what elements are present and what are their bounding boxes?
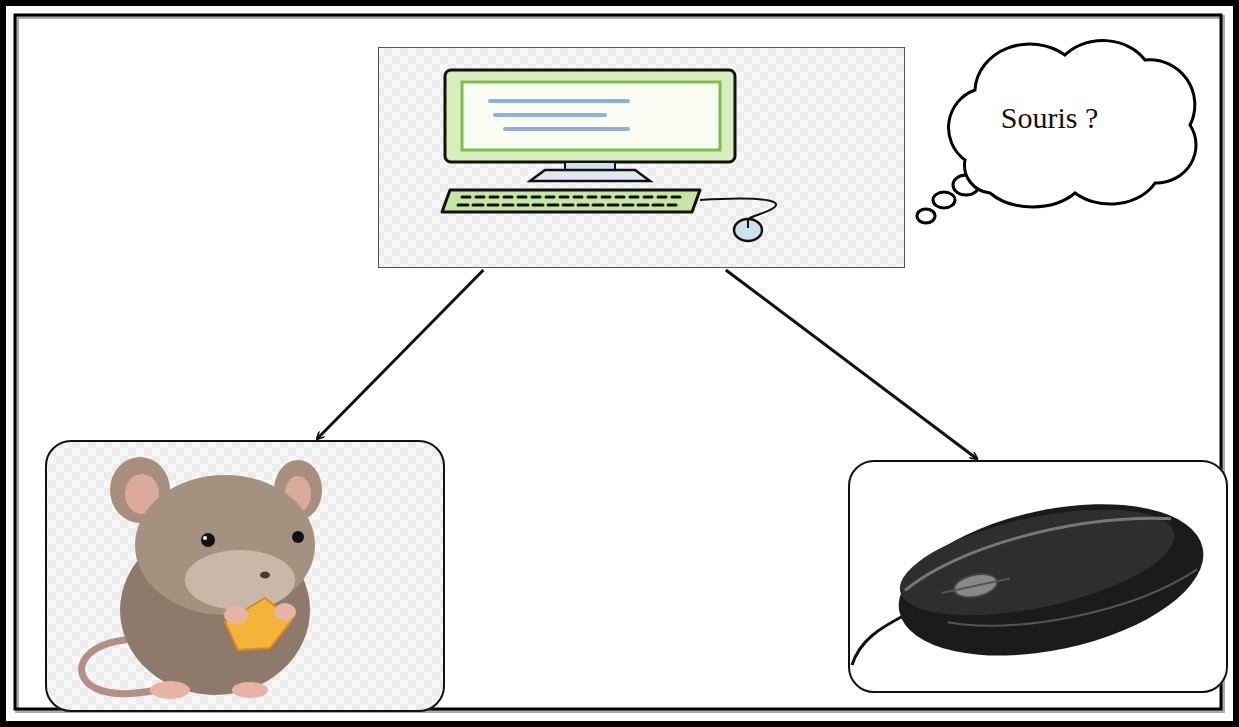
- arrow-connector: [726, 270, 977, 459]
- cloud-shape: [949, 41, 1196, 207]
- panel-ground: [378, 47, 905, 268]
- frame-shadow: [17, 17, 1223, 711]
- inner-frame: [15, 15, 1221, 709]
- panel-ground: [848, 460, 1228, 693]
- panel-ground: [45, 440, 445, 712]
- computer-mouse-drawing: [852, 479, 1217, 680]
- image-panel: [45, 440, 445, 712]
- thought-text: Souris ?: [1001, 101, 1099, 135]
- rodent-drawing: [82, 457, 322, 699]
- outer-frame: [3, 3, 1236, 724]
- thought-cloud: Souris ?: [905, 28, 1210, 200]
- image-panel: [848, 460, 1228, 693]
- arrow-connector: [317, 270, 483, 439]
- computer-drawing: [442, 70, 776, 241]
- computer-panel: [378, 47, 905, 268]
